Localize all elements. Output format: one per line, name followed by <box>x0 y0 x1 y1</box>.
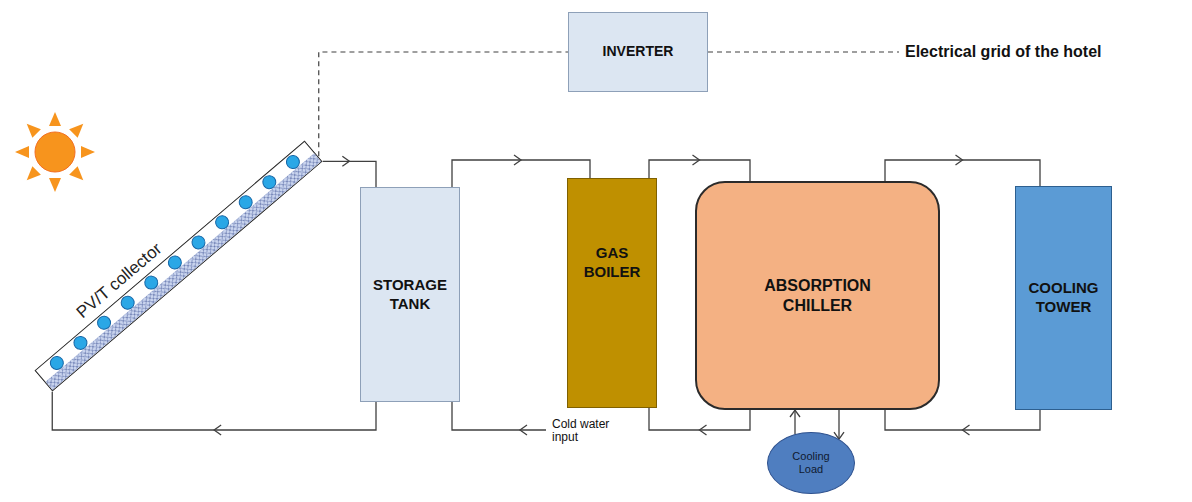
pv-cell <box>260 173 278 191</box>
cooling-tower: COOLING TOWER <box>1015 186 1112 410</box>
panel-frame <box>35 141 322 391</box>
connector-line <box>649 408 750 430</box>
pipe-connector <box>790 410 800 434</box>
pv-cell <box>284 153 302 171</box>
connector-line <box>319 52 568 156</box>
arrow-head <box>963 425 970 435</box>
pv-cell <box>189 233 207 251</box>
arrow-head <box>514 155 521 165</box>
connector-line <box>794 410 795 434</box>
pv-cell <box>71 334 89 352</box>
cold-water-pipe <box>452 402 546 435</box>
gas-boiler: GAS BOILER <box>567 178 657 408</box>
connector-line <box>323 161 376 187</box>
grid-wire <box>708 51 899 52</box>
node-label: GAS BOILER <box>574 244 650 282</box>
node-label: Cooling Load <box>781 450 841 475</box>
arrow-head <box>700 425 707 435</box>
node-label: ABSORPTION CHILLER <box>753 276 883 316</box>
arrow-head <box>342 156 349 166</box>
pipe-connector <box>834 410 844 439</box>
pipe-connector <box>323 156 376 187</box>
node-label: INVERTER <box>603 43 674 61</box>
inlet-label: Cold water input <box>552 418 616 444</box>
absorption-chiller: ABSORPTION CHILLER <box>695 181 940 410</box>
arrow-head <box>956 155 963 165</box>
sun-icon <box>15 112 95 192</box>
arrow-head <box>214 425 221 435</box>
pvt-collector: PV/T collector <box>34 140 322 391</box>
pipe-connector <box>885 410 1040 435</box>
pipe-connector <box>649 155 750 181</box>
pipe-connector <box>319 52 568 156</box>
storage-tank: STORAGE TANK <box>360 187 460 402</box>
node-label: COOLING TOWER <box>1022 279 1105 317</box>
pv-cell <box>237 193 255 211</box>
pv-cell <box>95 314 113 332</box>
arrow-head <box>693 155 700 165</box>
pv-cell <box>119 294 137 312</box>
panel-absorber <box>46 153 322 390</box>
cooling-load: Cooling Load <box>767 432 855 494</box>
pv-cell <box>213 213 231 231</box>
arrow-head <box>790 410 800 417</box>
node-label: STORAGE TANK <box>367 276 453 314</box>
pv-cell <box>48 354 66 372</box>
connector-line <box>52 392 376 430</box>
pv-cell <box>142 273 160 291</box>
connector-line <box>838 410 839 439</box>
pv-cell <box>166 253 184 271</box>
inverter-box: INVERTER <box>568 12 708 92</box>
pipe-connector <box>649 408 750 435</box>
pipe-connector <box>52 392 376 435</box>
connector-line <box>885 410 1040 430</box>
pv-panel <box>34 140 322 391</box>
connector-line <box>649 160 750 181</box>
grid-label: Electrical grid of the hotel <box>905 42 1101 62</box>
